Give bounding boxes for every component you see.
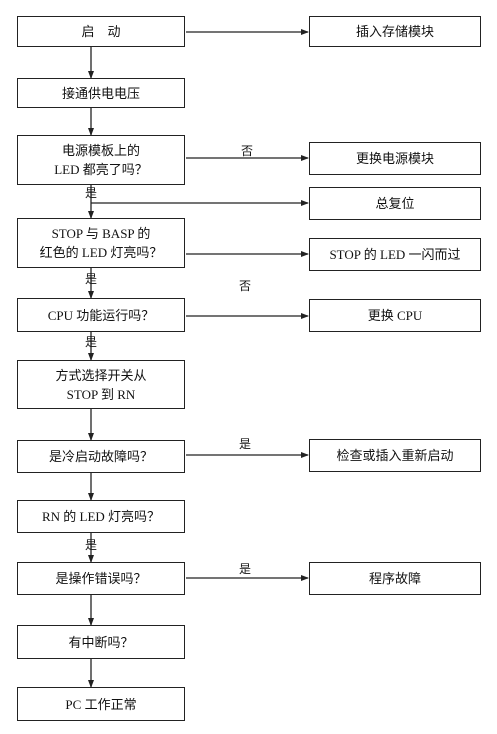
node-op-error-check: 是操作错误吗？ — [17, 562, 185, 595]
node-cold-start-check: 是冷启动故障吗？ — [17, 440, 185, 473]
node-start: 启 动 — [17, 16, 185, 47]
node-replace-power-module: 更换电源模块 — [309, 142, 481, 175]
node-general-reset: 总复位 — [309, 187, 481, 220]
node-cpu-run-check: CPU 功能运行吗？ — [17, 298, 185, 332]
label-yes-stop-basp: 是 — [85, 272, 98, 286]
label-no-power-led: 否 — [241, 144, 254, 158]
node-check-restart: 检查或插入重新启动 — [309, 439, 481, 472]
node-stop-basp-check: STOP 与 BASP 的 红色的 LED 灯亮吗？ — [17, 218, 185, 268]
label-yes-cold-start: 是 — [239, 437, 252, 451]
label-yes-reset: 是 — [85, 186, 98, 200]
node-power-led-check: 电源模板上的 LED 都亮了吗？ — [17, 135, 185, 185]
node-power-on: 接通供电电压 — [17, 78, 185, 108]
node-pc-normal: PC 工作正常 — [17, 687, 185, 721]
label-yes-cpu: 是 — [85, 335, 98, 349]
node-rn-led-check: RN 的 LED 灯亮吗？ — [17, 500, 185, 533]
node-interrupt-check: 有中断吗？ — [17, 625, 185, 659]
label-yes-op-error: 是 — [239, 562, 252, 576]
node-replace-cpu: 更换 CPU — [309, 299, 481, 332]
node-mode-switch: 方式选择开关从 STOP 到 RN — [17, 360, 185, 409]
node-program-fault: 程序故障 — [309, 562, 481, 595]
label-no-stop-basp: 否 — [239, 279, 252, 293]
node-insert-memory-module: 插入存储模块 — [309, 16, 481, 47]
node-stop-led-flash: STOP 的 LED 一闪而过 — [309, 238, 481, 271]
label-yes-rn-led: 是 — [85, 538, 98, 552]
